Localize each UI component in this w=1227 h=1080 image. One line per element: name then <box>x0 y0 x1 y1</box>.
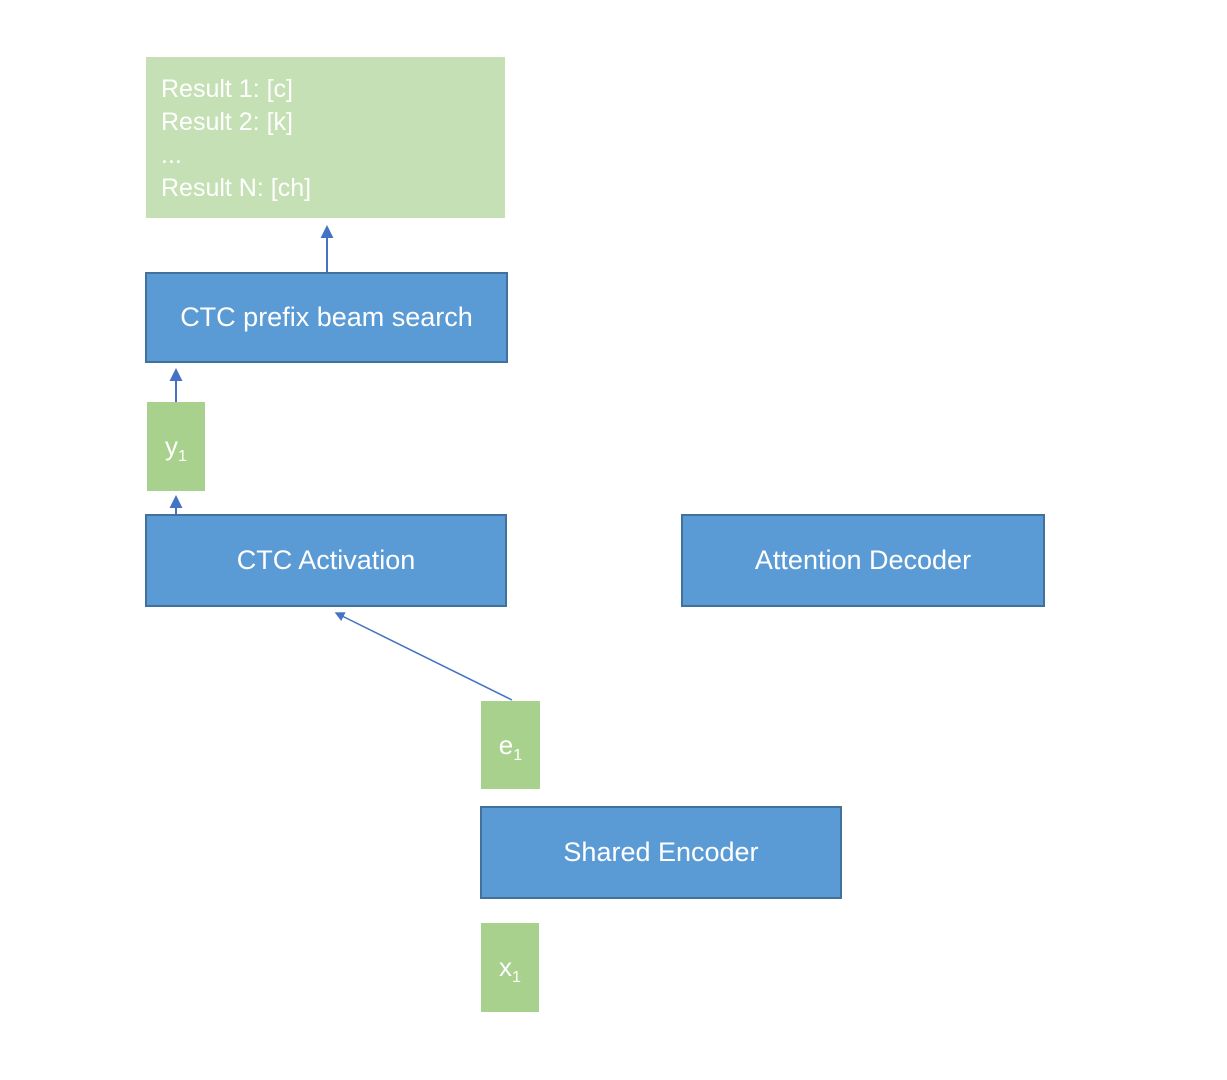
ctc-prefix-beam-search-box: CTC prefix beam search <box>145 272 508 363</box>
results-box: Result 1: [c] Result 2: [k] ... Result N… <box>146 57 505 218</box>
x1-box: x1 <box>481 923 539 1012</box>
ctc-activation-label: CTC Activation <box>236 545 416 575</box>
result-line-1: Result 1: [c] <box>161 75 293 103</box>
shared-encoder-label: Shared Encoder <box>563 837 759 867</box>
y1-box: y1 <box>147 402 205 491</box>
x1-label: x1 <box>499 952 521 987</box>
result-line-2: Result 2: [k] <box>161 108 293 136</box>
attention-decoder-box: Attention Decoder <box>681 514 1045 607</box>
edge-e1-to-ctcactivation <box>334 612 513 701</box>
e1-box: e1 <box>481 701 540 789</box>
results-text: Result 1: [c] Result 2: [k] ... Result N… <box>161 73 311 205</box>
y1-label: y1 <box>165 431 187 466</box>
ctc-prefix-beam-search-label: CTC prefix beam search <box>180 302 473 332</box>
result-line-ellipsis: ... <box>161 141 182 169</box>
attention-decoder-label: Attention Decoder <box>754 545 972 575</box>
shared-encoder-box: Shared Encoder <box>480 806 842 899</box>
result-line-n: Result N: [ch] <box>161 174 312 202</box>
ctc-activation-box: CTC Activation <box>145 514 507 607</box>
e1-label: e1 <box>498 729 523 764</box>
